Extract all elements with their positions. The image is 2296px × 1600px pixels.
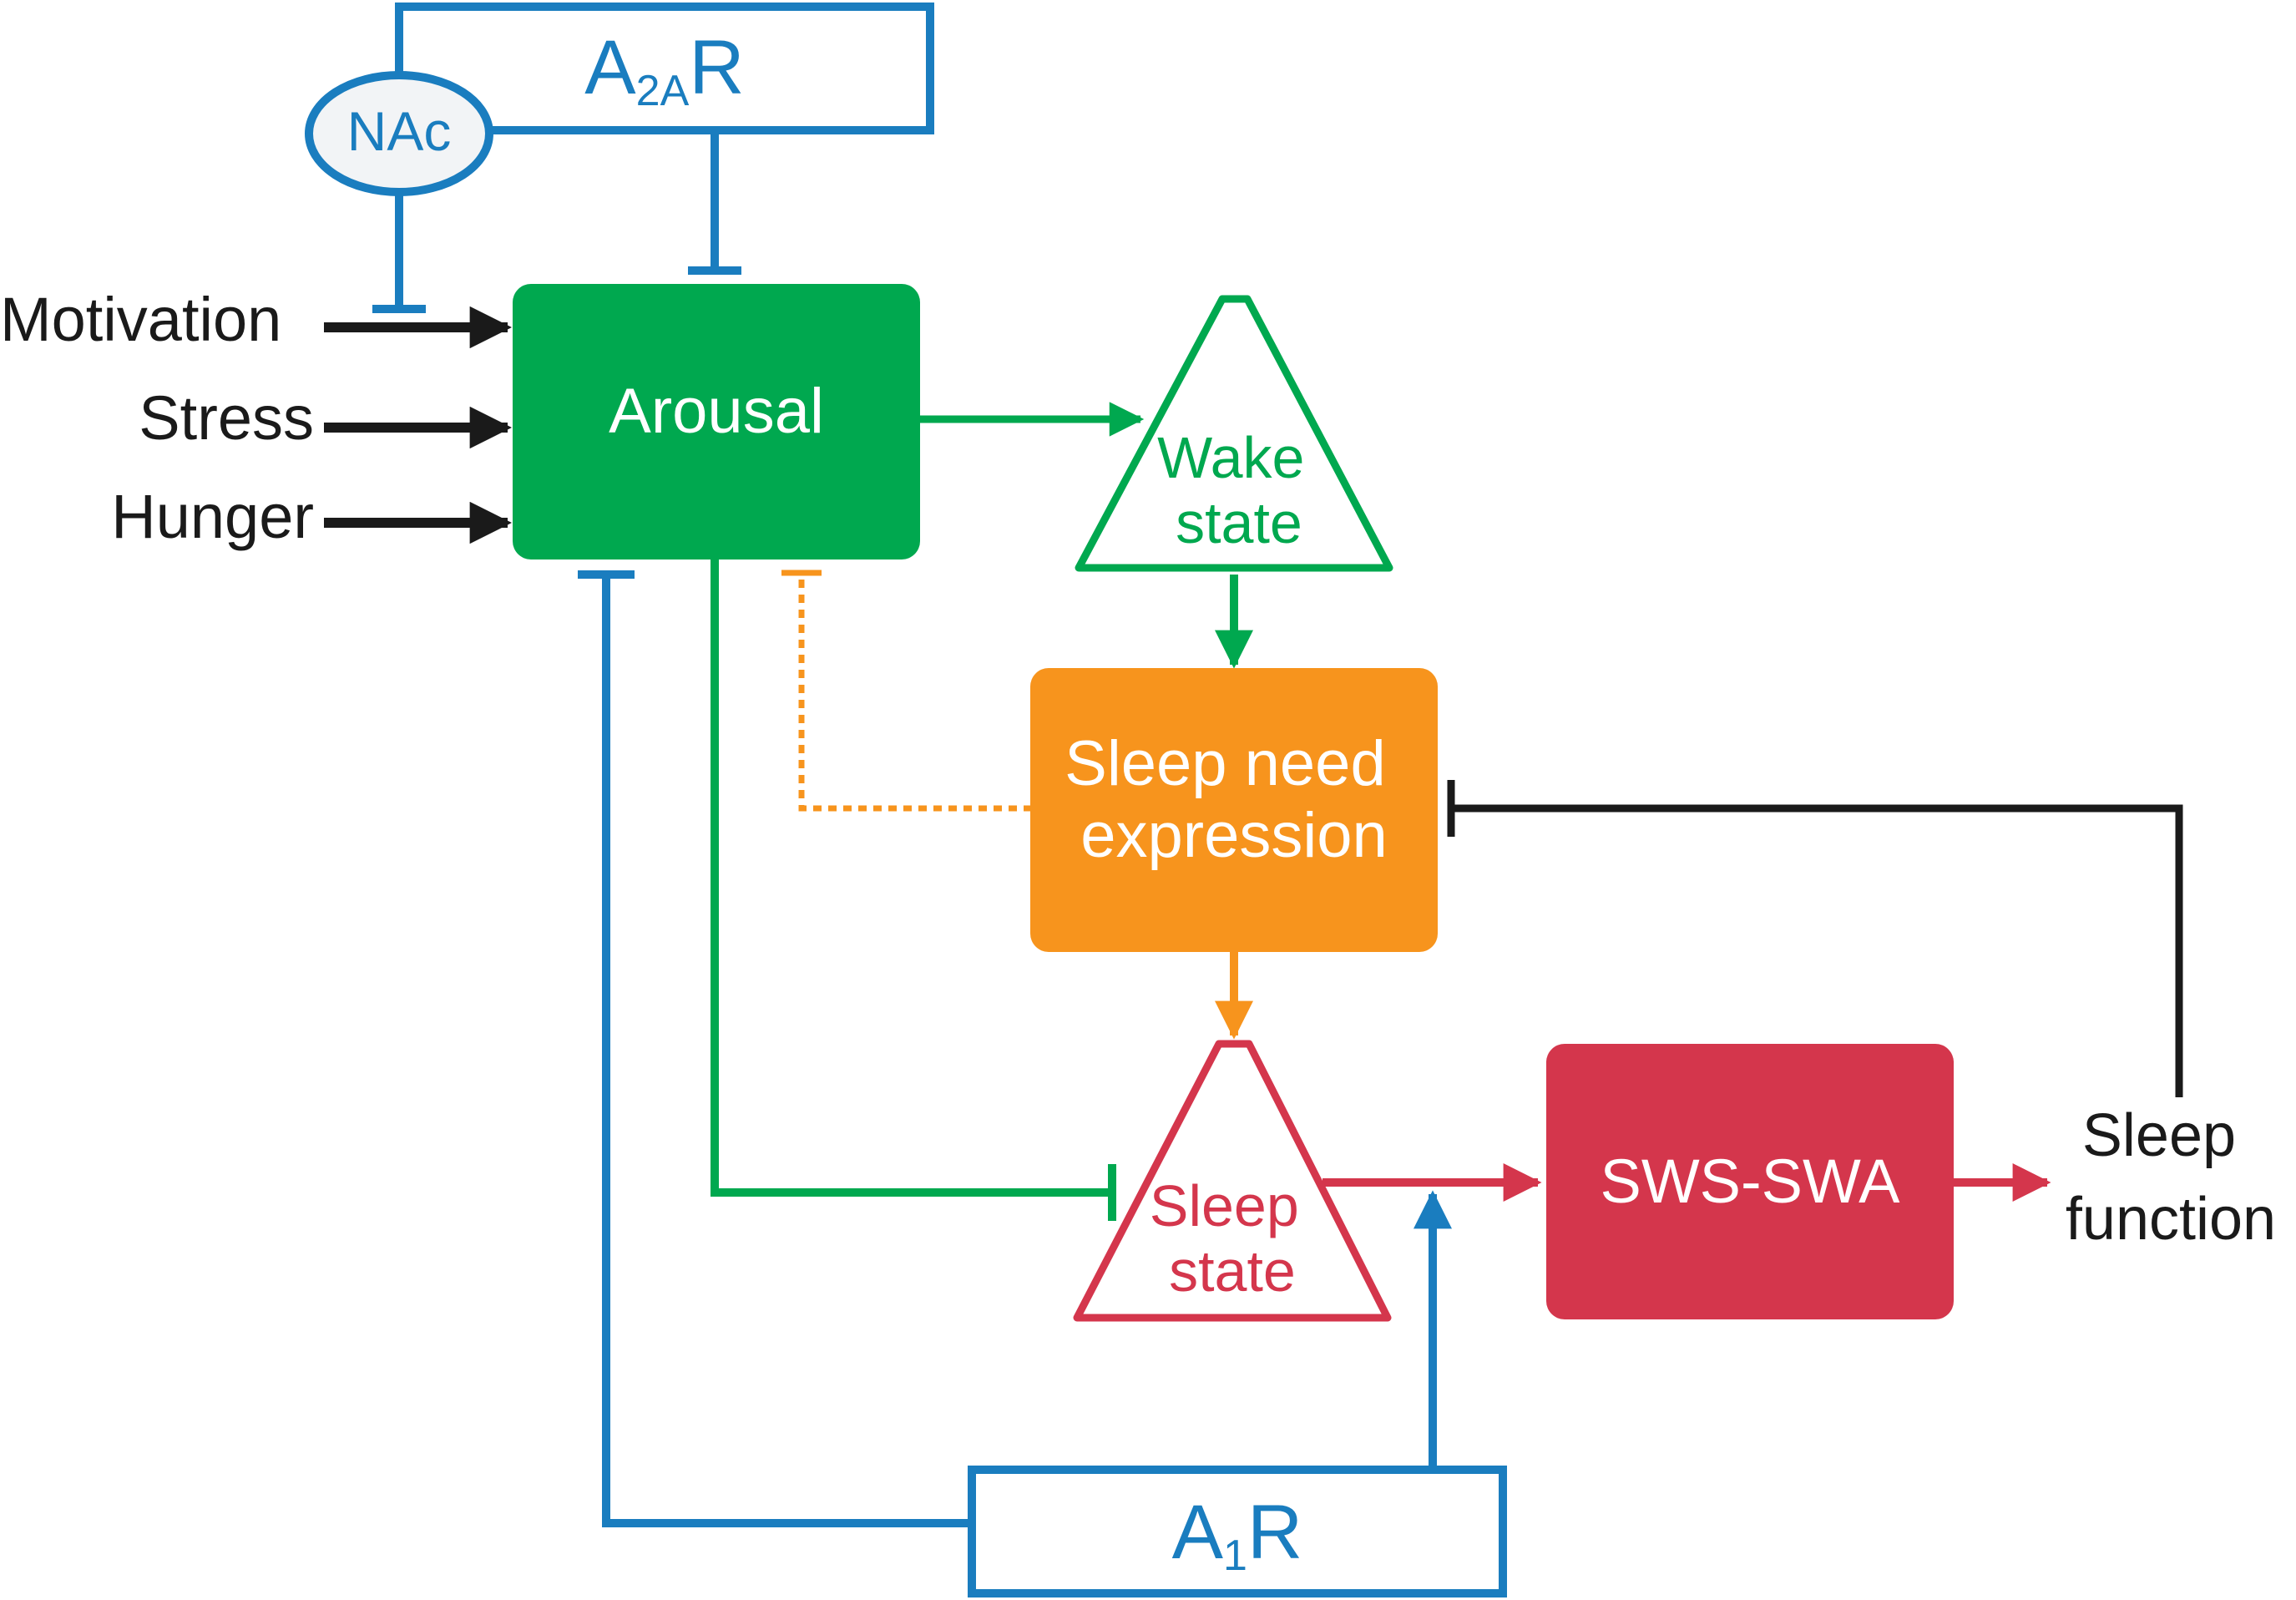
sleep-need-line2: expression	[1080, 800, 1388, 871]
wake-state-triangle	[1075, 295, 1393, 572]
node-a1r: A1R	[968, 1466, 1507, 1597]
sws-swa-label: SWS-SWA	[1600, 1147, 1900, 1216]
sleep-need-line1: Sleep need	[1065, 728, 1386, 799]
input-stress-label: Stress	[139, 383, 314, 453]
a2ar-network: A2AR NAc	[305, 3, 934, 313]
node-sleep-need-expression: Sleep need expression	[1030, 668, 1438, 952]
a1r-inhibits-arousal-line	[602, 575, 972, 1527]
sleep-function-line2: function	[2066, 1186, 2276, 1253]
nac-label: NAc	[347, 100, 452, 162]
a1r-suffix: R	[1247, 1490, 1302, 1575]
sleep-function-inhibits-sleep-need-line	[1451, 804, 2183, 1097]
a1r-label: A1R	[1172, 1490, 1303, 1580]
a2ar-label: A2AR	[584, 25, 744, 115]
arousal-inhibits-sleep-state-line	[711, 559, 1112, 1197]
wake-state-line1: Wake	[1157, 425, 1304, 490]
sleep-need-box	[1030, 668, 1438, 952]
a1r-base: A	[1172, 1490, 1224, 1575]
sleep-state-line2: state	[1169, 1238, 1296, 1304]
a2ar-base: A	[584, 25, 636, 110]
a1r-box	[968, 1466, 1507, 1597]
node-arousal: Arousal	[513, 284, 920, 559]
wake-state-line2: state	[1176, 490, 1302, 555]
a2ar-suffix: R	[689, 25, 744, 110]
sws-swa-box	[1546, 1044, 1954, 1319]
a2ar-subscript: 2A	[636, 67, 690, 115]
sleep-state-triangle	[1073, 1040, 1392, 1322]
a1r-subscript: 1	[1223, 1532, 1247, 1580]
sleep-state-line1: Sleep	[1150, 1173, 1299, 1238]
sleep-need-label: Sleep need expression	[1065, 728, 1403, 871]
sleep-function-label: Sleep function	[2066, 1102, 2276, 1253]
input-hunger-label: Hunger	[111, 482, 314, 551]
node-sleep-function: Sleep function	[2066, 1102, 2276, 1253]
node-sws-swa: SWS-SWA	[1546, 1044, 1954, 1319]
node-sleep-state: Sleep state	[1073, 1040, 1392, 1322]
connectors	[578, 402, 2183, 1527]
sleep-function-line1: Sleep	[2082, 1102, 2236, 1169]
node-wake-state: Wake state	[1075, 295, 1393, 572]
input-motivation-label: Motivation	[0, 285, 281, 354]
sleep-state-label: Sleep state	[1150, 1173, 1316, 1304]
arousal-label: Arousal	[609, 376, 824, 447]
sleep-need-inhibits-arousal-dotted	[798, 573, 1032, 812]
wake-state-label: Wake state	[1157, 425, 1321, 555]
inputs: Motivation Stress Hunger	[0, 285, 513, 551]
arousal-box	[513, 284, 920, 559]
